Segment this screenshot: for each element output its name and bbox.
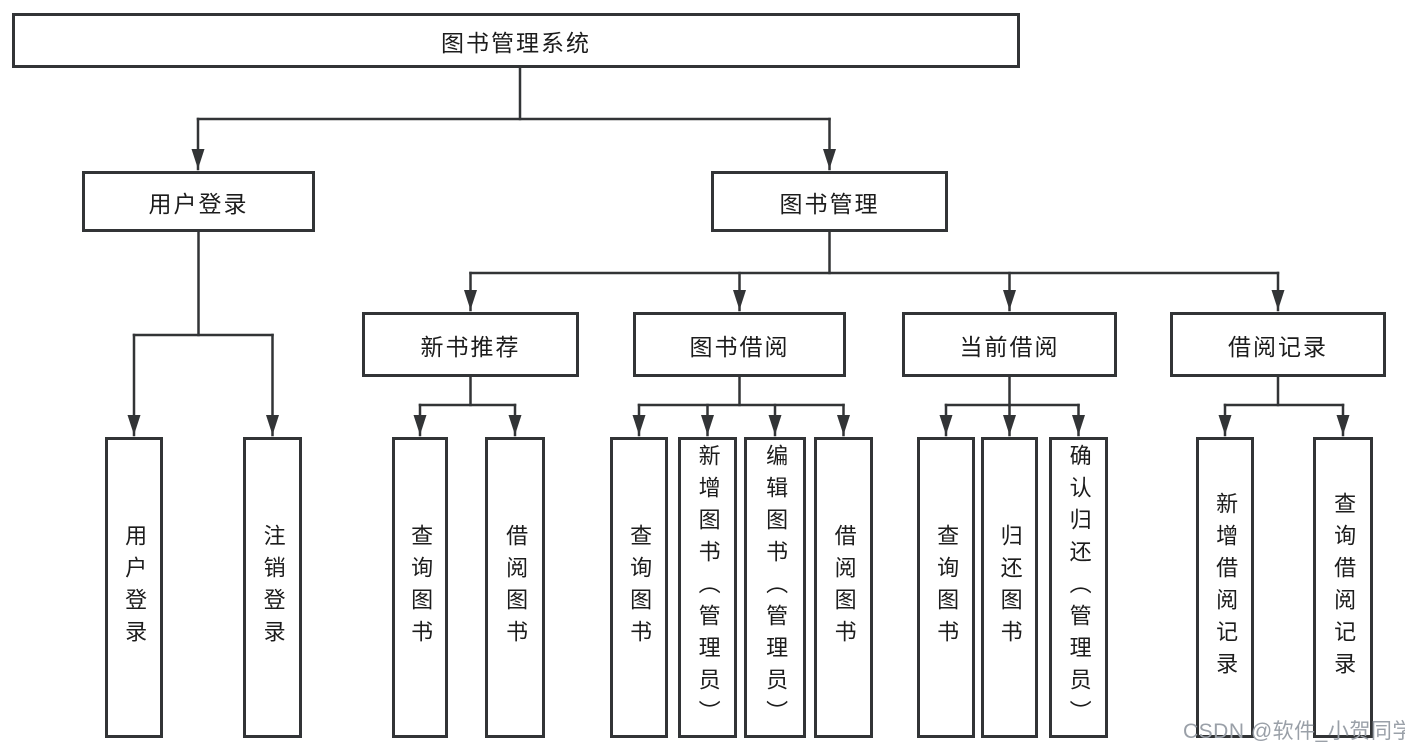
leaf-label: 注销登录 — [260, 523, 286, 652]
leaf-user-login: 用户登录 — [105, 437, 163, 738]
leaf-query-books: 查询图书 — [610, 437, 668, 738]
leaf-label: 查询图书 — [627, 523, 653, 652]
leaf-borrow-books: 借阅图书 — [814, 437, 873, 738]
node-label: 当前借阅 — [959, 333, 1060, 360]
leaf-label: 借阅图书 — [503, 523, 529, 652]
leaf-label: 新增图书（管理员） — [695, 443, 721, 732]
node-new-book-recommend: 新书推荐 — [362, 312, 579, 377]
leaf-label: 新增借阅记录 — [1213, 491, 1239, 684]
leaf-label: 确认归还（管理员） — [1066, 443, 1092, 732]
leaf-label: 用户登录 — [122, 523, 148, 652]
csdn-watermark: CSDN @软件_小贺同学 — [1183, 720, 1405, 743]
node-book-borrow: 图书借阅 — [633, 312, 846, 377]
node-root-library-management-system: 图书管理系统 — [12, 13, 1020, 68]
node-label: 图书管理系统 — [441, 29, 591, 56]
node-label: 借阅记录 — [1228, 333, 1328, 360]
leaf-label: 查询图书 — [934, 523, 960, 652]
node-label: 图书管理 — [779, 190, 880, 217]
node-label: 用户登录 — [148, 190, 249, 217]
leaf-query-books: 查询图书 — [917, 437, 975, 738]
leaf-logout: 注销登录 — [243, 437, 302, 738]
leaf-label: 借阅图书 — [831, 523, 857, 652]
leaf-add-borrow-record: 新增借阅记录 — [1196, 437, 1254, 738]
leaf-label: 查询借阅记录 — [1331, 491, 1357, 684]
node-borrow-records: 借阅记录 — [1170, 312, 1386, 377]
node-user-login: 用户登录 — [82, 171, 315, 232]
leaf-confirm-return-admin: 确认归还（管理员） — [1049, 437, 1108, 738]
leaf-label: 归还图书 — [997, 523, 1023, 652]
leaf-return-books: 归还图书 — [981, 437, 1038, 738]
leaf-edit-books-admin: 编辑图书（管理员） — [744, 437, 806, 738]
leaf-query-books: 查询图书 — [392, 437, 448, 738]
leaf-label: 查询图书 — [408, 523, 434, 652]
leaf-borrow-books: 借阅图书 — [485, 437, 545, 738]
leaf-add-books-admin: 新增图书（管理员） — [678, 437, 737, 738]
node-book-management: 图书管理 — [711, 171, 948, 232]
node-label: 新书推荐 — [420, 333, 521, 360]
node-current-borrow: 当前借阅 — [902, 312, 1117, 377]
leaf-query-borrow-record: 查询借阅记录 — [1313, 437, 1373, 738]
leaf-label: 编辑图书（管理员） — [763, 443, 789, 732]
node-label: 图书借阅 — [689, 333, 790, 360]
